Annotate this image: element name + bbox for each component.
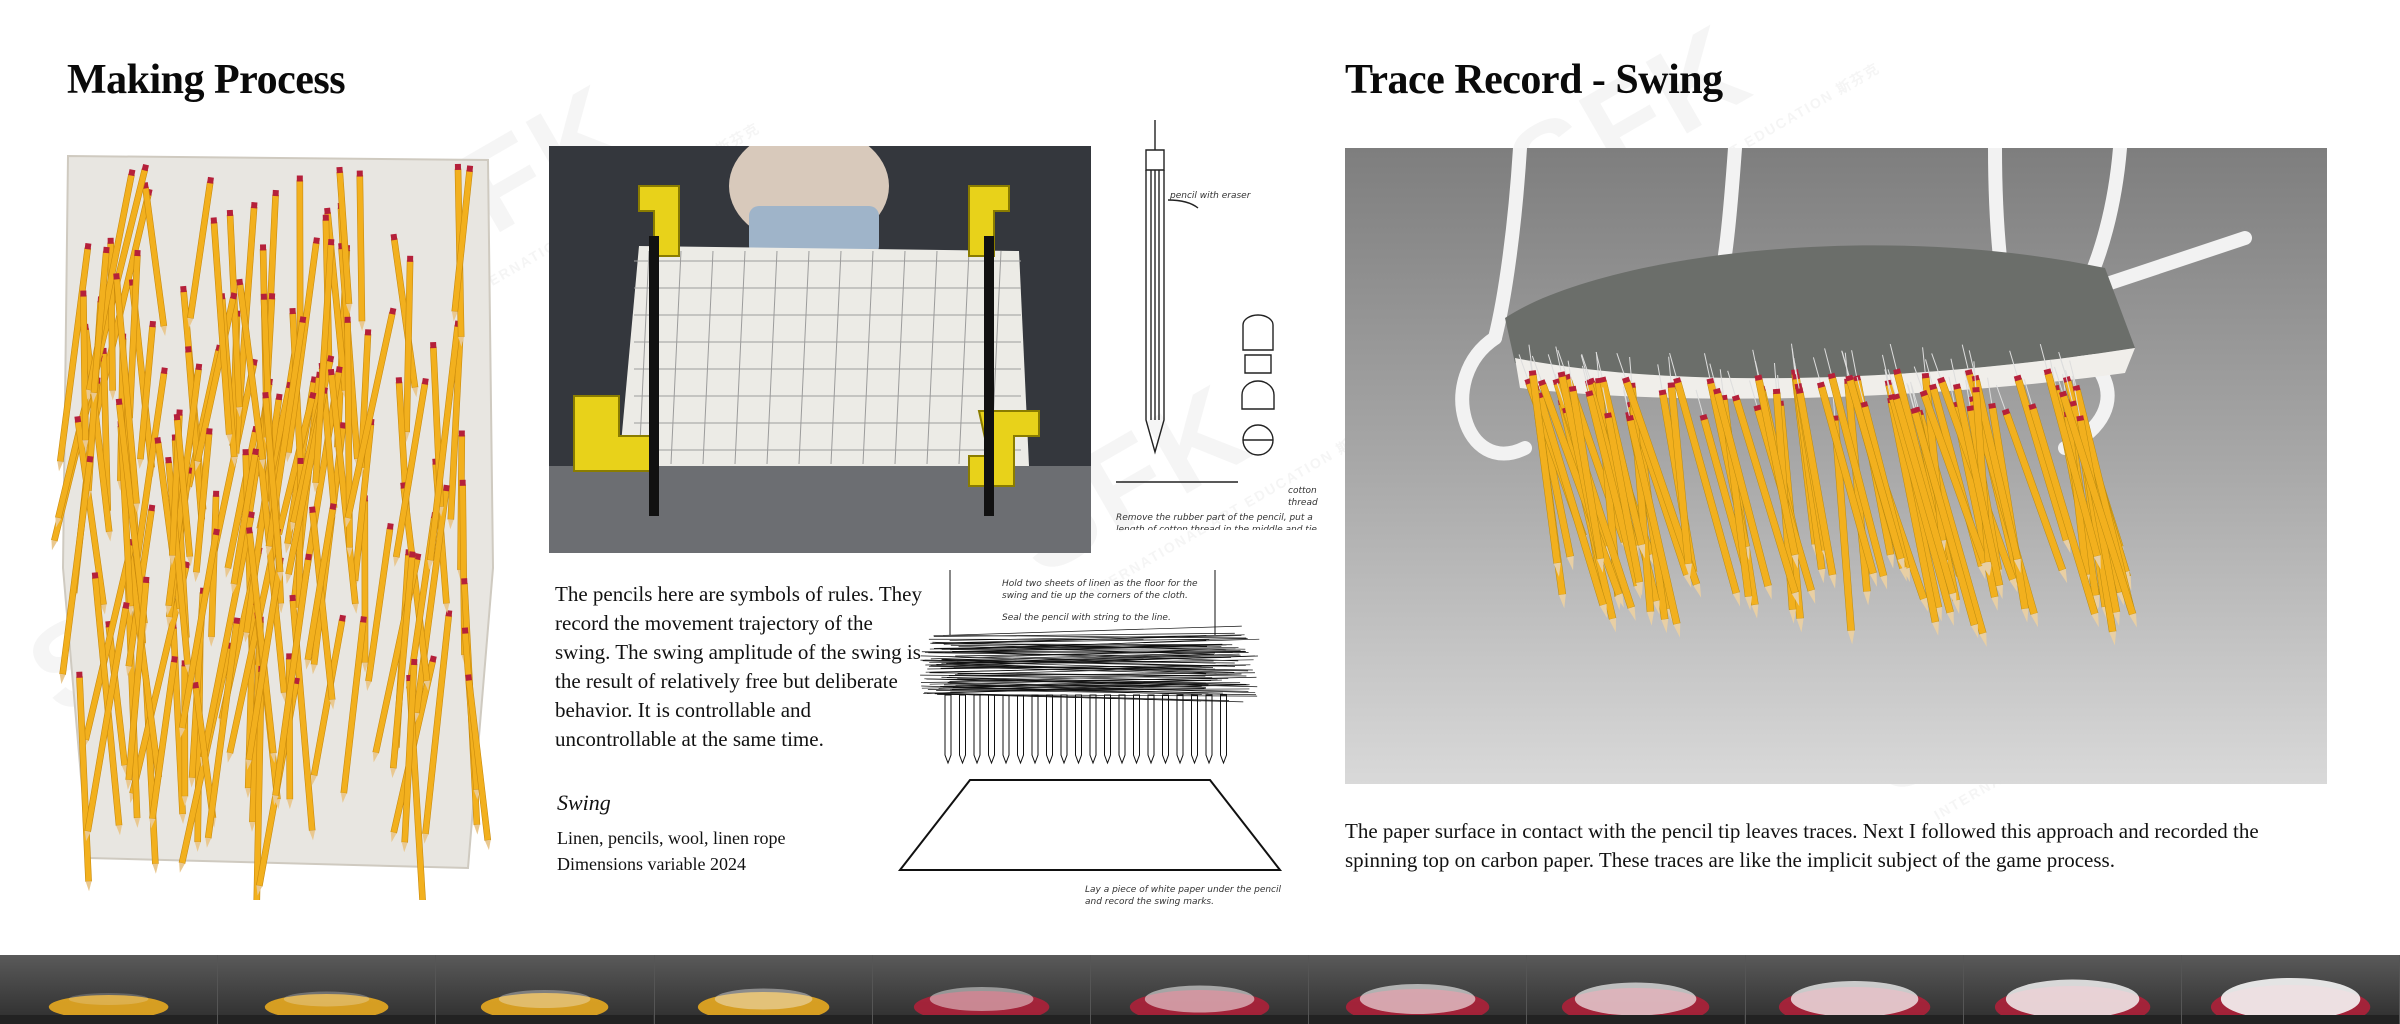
pencil: [389, 551, 416, 779]
filmstrip-frame: [1309, 955, 1528, 1024]
work-materials: Linen, pencils, wool, linen rope: [557, 828, 786, 848]
pencil: [1727, 370, 1800, 607]
filmstrip-frame: [436, 955, 655, 1024]
pencil: [1567, 360, 1605, 573]
pencil: [401, 658, 418, 853]
pencil-sketch: pencil with eraser cotton thread Remove …: [1108, 110, 1328, 530]
pencil: [236, 278, 266, 470]
pencil: [1906, 383, 1979, 639]
pencil: [1794, 362, 1837, 589]
pencil: [2023, 379, 2099, 628]
work-title: Swing: [557, 790, 611, 815]
pencil: [1616, 353, 1702, 598]
pencil: [304, 503, 337, 670]
filmstrip-frame: [218, 955, 437, 1024]
pencil: [1950, 358, 2004, 600]
pencil: [173, 413, 194, 567]
pencil: [2039, 344, 2101, 570]
filmstrip-frame: [2181, 955, 2400, 1024]
pencil: [1995, 384, 2068, 584]
pencil: [1709, 363, 1772, 600]
pencil: [137, 320, 156, 470]
pencil: [193, 428, 213, 583]
pencil: [2009, 350, 2071, 554]
description-left: The pencils here are symbols of rules. T…: [555, 582, 922, 751]
filmstrip-frame: [872, 955, 1091, 1024]
sketch-note-hold: Hold two sheets of linen as the floor fo…: [1002, 579, 1198, 601]
pencil: [1913, 366, 1990, 576]
pencil: [1528, 344, 1561, 577]
filmstrip-frame: [654, 955, 873, 1024]
pencil: [465, 674, 492, 851]
pencil: [1623, 390, 1681, 638]
pencil: [187, 176, 214, 329]
filmstrip-frame: [1090, 955, 1310, 1024]
pencil: [1669, 352, 1741, 607]
pencil: [422, 610, 453, 844]
pencil: [1667, 356, 1693, 578]
pencil: [204, 617, 241, 848]
pencil: [336, 166, 353, 314]
pencil: [1752, 349, 1799, 569]
workbench-photo: [549, 146, 1091, 553]
pencil: [210, 217, 233, 445]
pencil: [1812, 357, 1877, 587]
filmstrip-frame: [0, 955, 219, 1024]
pencil: [451, 165, 474, 322]
pencil: [1887, 369, 1957, 607]
pencil: [1841, 350, 1905, 573]
pencil: [309, 506, 336, 710]
sketch-note-seal: Seal the pencil with string to the line.: [1002, 613, 1171, 623]
pencil: [125, 576, 150, 790]
pencil: [344, 307, 397, 528]
pencil-installation-photo: [48, 148, 498, 900]
section-title-trace-record: Trace Record - Swing: [1345, 57, 1723, 103]
pencil: [84, 602, 130, 842]
pencil: [1824, 348, 1888, 590]
work-dimensions: Dimensions variable 2024: [557, 854, 746, 874]
swing-sketch: Hold two sheets of linen as the floor fo…: [880, 560, 1300, 920]
sketch-note-cotton: cotton thread: [1288, 486, 1318, 508]
description-right: The paper surface in contact with the pe…: [1345, 819, 2259, 872]
pencil: [2053, 366, 2137, 628]
pencil: [262, 392, 284, 582]
pencil: [365, 523, 394, 691]
pencil: [90, 246, 110, 403]
pencil: [178, 528, 220, 738]
pencil: [230, 448, 260, 594]
pencil: [312, 238, 335, 493]
pencil: [272, 553, 312, 806]
pencil: [59, 455, 94, 685]
sketch-note-remove: Remove the rubber part of the pencil, pu…: [1116, 513, 1317, 530]
pencil: [1602, 387, 1644, 597]
pencil: [149, 655, 178, 829]
pencil: [113, 273, 140, 514]
filmstrip-frame: [1745, 955, 1964, 1024]
pencil: [392, 377, 429, 567]
sketch-note-paper: Lay a piece of white paper under the pen…: [1085, 885, 1282, 907]
swing-photo: [1345, 148, 2327, 784]
section-title-making-process: Making Process: [67, 57, 346, 103]
work-meta: Linen, pencils, wool, linen rope Dimensi…: [557, 825, 785, 877]
filmstrip-frame: [1963, 955, 2182, 1024]
sketch-note-pencil: pencil with eraser: [1170, 191, 1251, 201]
trace-filmstrip: [0, 955, 2400, 1024]
pencil: [403, 255, 414, 443]
pencil: [80, 290, 89, 451]
pencil: [356, 170, 366, 332]
pencil: [74, 415, 107, 615]
pencil: [340, 616, 367, 803]
filmstrip-frame: [1527, 955, 1746, 1024]
